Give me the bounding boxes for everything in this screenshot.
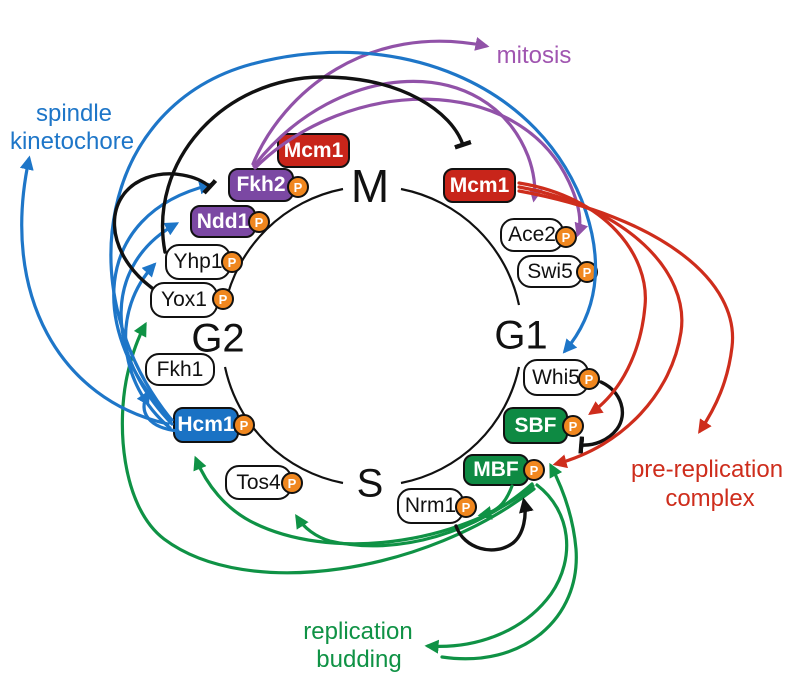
node-whi5-label: Whi5 [532,365,580,389]
label-mitosis: mitosis [496,42,572,69]
node-sbf-label: SBF [514,413,557,437]
arrow-mbf-to-nrm1 [477,484,514,520]
label-complex: complex [665,485,755,512]
phospho-p: P [568,418,578,434]
phospho-badge-ace2: P [555,226,577,248]
node-mcm1-g1-label: Mcm1 [449,173,510,197]
node-nrm1: Nrm1 [397,488,464,524]
node-ace2-label: Ace2 [508,223,556,246]
phospho-p: P [239,417,249,433]
node-mcm1-m-label: Mcm1 [283,138,344,162]
node-hcm1: Hcm1 [173,407,239,443]
phospho-badge-mbf: P [523,459,545,481]
node-mcm1-g1: Mcm1 [443,168,516,203]
phospho-badge-nrm1: P [455,496,477,518]
phospho-badge-fkh2: P [287,176,309,198]
node-sbf: SBF [503,407,568,444]
node-tos4-label: Tos4 [236,470,281,494]
node-yox1-label: Yox1 [161,288,207,311]
phospho-p: P [293,179,303,195]
phase-label-m: M [350,160,390,212]
label-budding: budding [316,646,402,673]
phospho-p: P [287,475,297,491]
phospho-badge-swi5: P [576,261,598,283]
phospho-p: P [227,254,237,270]
phospho-p: P [529,462,539,478]
node-nrm1-label: Nrm1 [404,494,457,517]
phospho-p: P [218,291,228,307]
node-mcm1-m: Mcm1 [277,133,350,168]
phospho-p: P [584,371,594,387]
circle-arc-top-right [400,187,521,306]
phospho-badge-tos4: P [281,472,303,494]
label-kinetochore: kinetochore [9,128,135,155]
phospho-badge-sbf: P [562,415,584,437]
node-yox1: Yox1 [150,282,218,318]
label-replication: replication [303,618,413,645]
label-spindle: spindle [35,100,113,127]
arrow-hcm1-to-spindle-kinetochore [19,155,170,426]
node-fkh2: Fkh2 [228,168,294,202]
label-pre-replication: pre-replication [630,456,784,483]
node-fkh1-label: Fkh1 [156,357,204,381]
node-hcm1-label: Hcm1 [177,413,235,436]
phase-label-g1: G1 [494,313,548,358]
phospho-p: P [561,229,571,245]
phospho-badge-hcm1: P [233,414,255,436]
node-ndd1-label: Ndd1 [196,209,250,233]
phospho-p: P [254,214,264,230]
node-mbf: MBF [463,454,529,486]
phospho-badge-yhp1: P [221,251,243,273]
phospho-p: P [461,499,471,515]
node-fkh2-label: Fkh2 [236,173,286,196]
inhibit-whi5-to-sbf [578,380,625,454]
node-mbf-label: MBF [473,458,519,481]
phospho-p: P [582,264,592,280]
phase-label-s: S [356,461,384,506]
node-fkh1: Fkh1 [145,353,215,386]
phospho-badge-yox1: P [212,288,234,310]
node-swi5-label: Swi5 [527,259,573,283]
phospho-badge-ndd1: P [248,211,270,233]
node-yhp1-label: Yhp1 [173,250,223,273]
node-swi5: Swi5 [517,255,583,288]
phospho-badge-whi5: P [578,368,600,390]
node-ndd1: Ndd1 [190,205,256,238]
